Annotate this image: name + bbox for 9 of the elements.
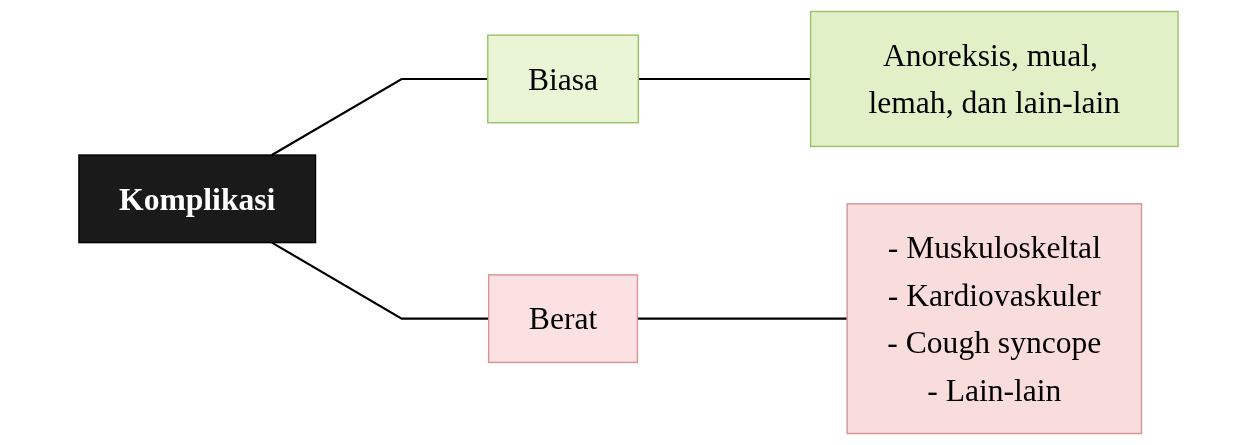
connector: [637, 317, 848, 320]
node-box: Berat: [487, 274, 639, 364]
node-box: Komplikasi: [78, 154, 317, 244]
connector: [271, 241, 489, 320]
connector: [638, 77, 811, 81]
node-box: Biasa: [487, 34, 640, 124]
connector: [271, 77, 488, 156]
node-box: - Muskuloskeltal - Kardiovaskuler - Cough syncope - Lain-lain: [846, 203, 1143, 435]
node-box: Anoreksis, mual, lemah, dan lain-lain: [809, 10, 1179, 148]
